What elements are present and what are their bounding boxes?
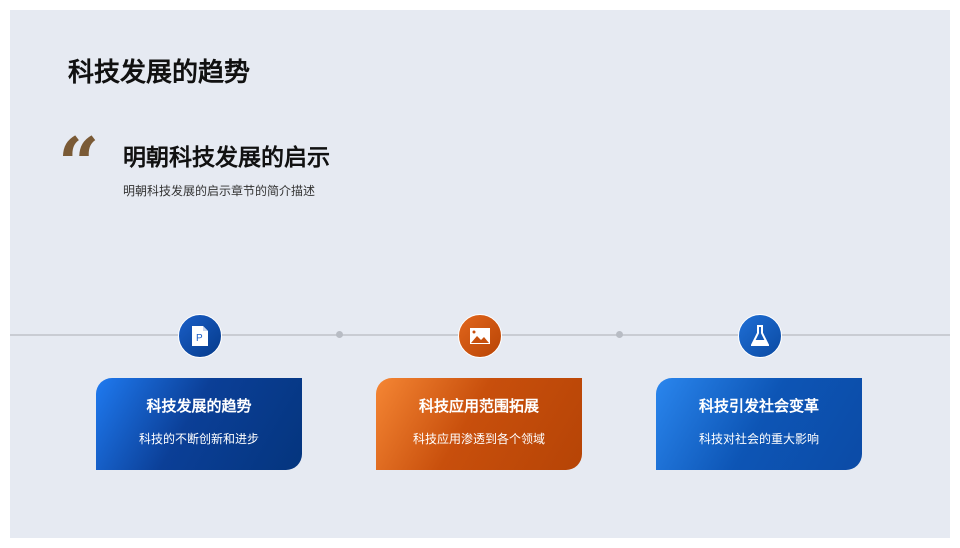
powerpoint-file-icon: P xyxy=(178,314,222,358)
card-text: 科技的不断创新和进步 xyxy=(138,432,259,446)
page-title: 科技发展的趋势 xyxy=(68,58,251,88)
svg-text:P: P xyxy=(196,333,203,344)
section-heading: 明朝科技发展的启示 xyxy=(123,145,330,171)
card-application: 科技应用范围拓展 科技应用渗透到各个领域 xyxy=(376,378,582,470)
timeline-dot xyxy=(336,331,343,338)
section-description: 明朝科技发展的启示章节的简介描述 xyxy=(123,184,316,198)
card-title: 科技应用范围拓展 xyxy=(418,397,539,415)
card-title: 科技引发社会变革 xyxy=(698,397,819,415)
timeline-dot xyxy=(616,331,623,338)
flask-icon xyxy=(738,314,782,358)
slide: 科技发展的趋势 “ 明朝科技发展的启示 明朝科技发展的启示章节的简介描述 P 科… xyxy=(10,10,950,538)
card-text: 科技应用渗透到各个领域 xyxy=(412,432,545,446)
card-text: 科技对社会的重大影响 xyxy=(698,432,819,446)
card-trend: 科技发展的趋势 科技的不断创新和进步 xyxy=(96,378,302,470)
card-society: 科技引发社会变革 科技对社会的重大影响 xyxy=(656,378,862,470)
quote-mark-icon: “ xyxy=(58,121,100,206)
image-icon xyxy=(458,314,502,358)
card-title: 科技发展的趋势 xyxy=(146,397,252,415)
